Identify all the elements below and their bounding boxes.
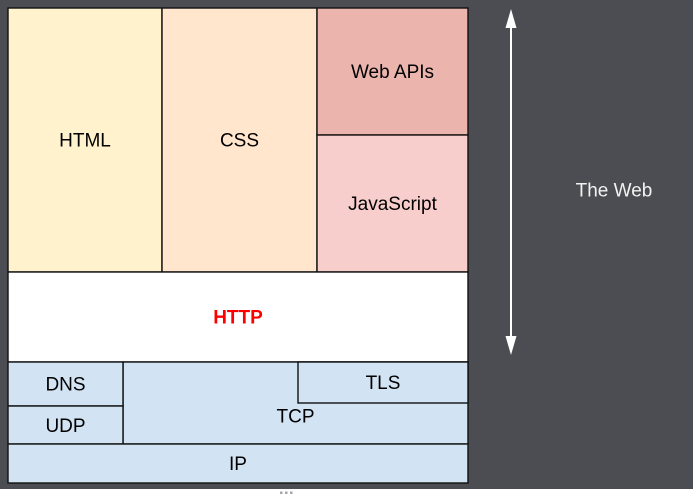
tls-box [297,361,469,404]
html-box [7,7,163,273]
handle-dot [280,491,283,494]
html-label: HTML [59,131,111,152]
web-apis-box [316,7,469,136]
ip-box [7,443,469,484]
dns-box [7,361,124,407]
double-arrow [505,9,517,355]
handle-dot [285,491,288,494]
javascript-box [316,134,469,273]
ip-label: IP [229,454,247,475]
css-label: CSS [220,131,259,152]
region-label: The Web [576,181,653,202]
resize-handle-dots[interactable] [280,491,293,495]
udp-box [7,405,124,445]
css-box [161,7,318,273]
tls-label: TLS [366,373,401,394]
tcp-label: TCP [277,407,315,428]
arrow-head-top-icon [505,9,517,28]
javascript-label: JavaScript [348,194,437,215]
http-label: HTTP [213,308,263,329]
dns-label: DNS [45,375,85,396]
udp-label: UDP [45,416,85,437]
handle-dot [290,491,293,494]
arrow-head-bottom-icon [505,336,517,355]
web-apis-label: Web APIs [351,62,434,83]
